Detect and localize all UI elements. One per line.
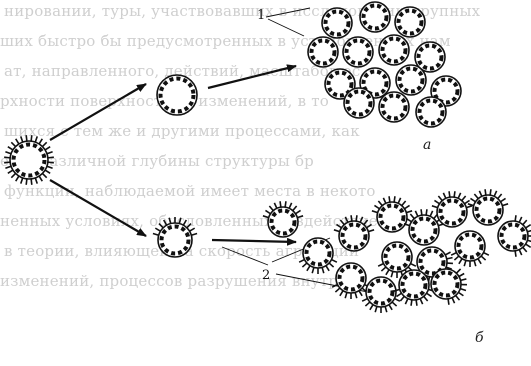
cluster-a-particle: [415, 96, 447, 128]
cluster-a-particle: [307, 36, 339, 68]
leader-2a: [221, 246, 269, 266]
chain-b-particle: [393, 269, 435, 306]
chain-b-particle: [403, 209, 445, 246]
arrows: [49, 64, 297, 246]
intermediate-particle-a: [156, 74, 198, 116]
arrow-to-chain-b: [211, 237, 297, 246]
arrow-to-top-particle: [49, 83, 147, 141]
background-text-line: шихся с тем же и другими процессами, как: [4, 122, 360, 140]
chain-b-particle: [361, 276, 401, 313]
marker-2-label: 2: [262, 268, 270, 283]
cluster-a-particle: [343, 87, 375, 119]
chain-b-particle: [431, 191, 473, 228]
panel-a-label: a: [423, 137, 432, 153]
intermediate-particle-b: [152, 217, 198, 258]
leader-1b: [267, 18, 305, 37]
chain-b-particle: [450, 230, 490, 267]
chain-b-particle: [430, 268, 468, 305]
background-text-line: функции, наблюдаемой имеет места в некот…: [4, 182, 376, 200]
cluster-a-particle: [359, 1, 391, 33]
marker-1-label: 1: [257, 8, 265, 23]
background-text-line: ат, направленного, действий, масштабов о…: [4, 62, 361, 80]
cluster-a-particle: [414, 41, 446, 73]
cluster-a-particle: [342, 36, 374, 68]
arrow-to-cluster-a: [207, 64, 297, 90]
leader-1a: [265, 7, 311, 18]
chain-b-particle: [333, 215, 375, 252]
source-particle: [4, 135, 54, 185]
chain-b-particle: [298, 237, 338, 274]
cluster-a-particle: [378, 34, 410, 66]
cluster-a-particle: [321, 7, 353, 39]
cluster-a-particle: [378, 91, 410, 123]
chain-b-particle: [497, 215, 531, 257]
panel-b-label: б: [475, 330, 484, 346]
cluster-a-particle: [324, 68, 356, 100]
particles: [4, 1, 531, 313]
cluster-a-particle: [394, 6, 426, 38]
background-text-line: есть различной глубины структуры бр: [0, 152, 314, 170]
chain-b-particle: [331, 262, 371, 299]
background-text-line: изменений, процессов разрушения внутри: [0, 272, 349, 290]
chain-b-particle: [262, 201, 304, 238]
arrow-to-bottom-particle: [49, 179, 147, 237]
cluster-a-particle: [395, 64, 427, 96]
chain-b-particle: [371, 196, 413, 233]
chain-b-particle: [467, 189, 509, 226]
